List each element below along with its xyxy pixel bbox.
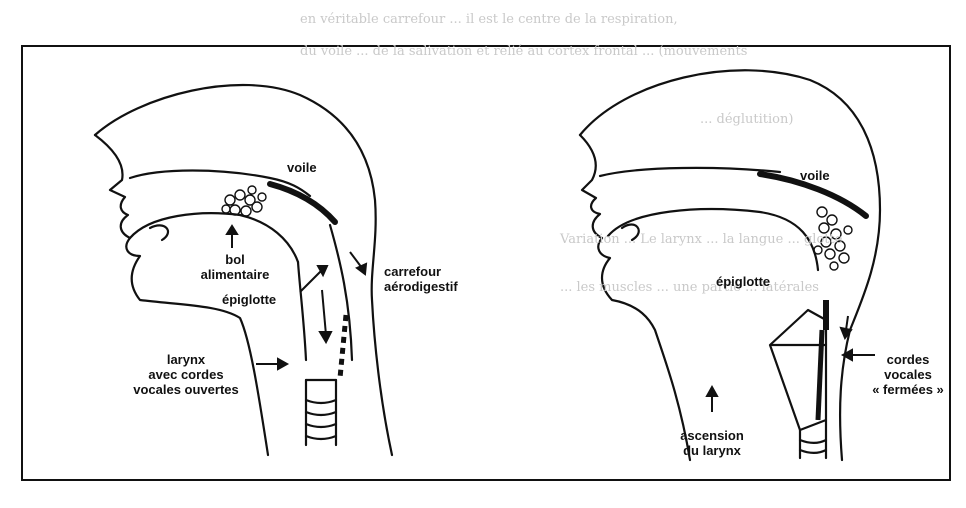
bleed-line-3: ... déglutition): [700, 112, 793, 127]
left-label-larynx-line2: avec cordes: [124, 367, 248, 382]
left-label-voile: voile: [287, 160, 317, 175]
left-label-larynx-line1: larynx: [124, 352, 248, 367]
right-label-ascension-line1: ascension: [665, 428, 759, 443]
right-label-cordes-line3: « fermées »: [868, 382, 948, 397]
left-label-carrefour-line1: carrefour: [384, 264, 458, 279]
left-label-larynx: larynx avec cordes vocales ouvertes: [124, 352, 248, 397]
left-label-carrefour-line2: aérodigestif: [384, 279, 458, 294]
right-label-voile: voile: [800, 168, 830, 183]
left-label-epiglotte: épiglotte: [222, 292, 276, 307]
right-label-cordes-line1: cordes: [868, 352, 948, 367]
left-label-larynx-line3: vocales ouvertes: [124, 382, 248, 397]
right-label-epiglotte: épiglotte: [716, 274, 770, 289]
bleed-line-2: du voile ... de la salivation et relié a…: [300, 44, 747, 59]
right-label-cordes-line2: vocales: [868, 367, 948, 382]
left-label-bol-line1: bol: [190, 252, 280, 267]
bleed-line-4: Variation ... Le larynx ... la langue ..…: [560, 232, 842, 247]
left-label-carrefour: carrefour aérodigestif: [384, 264, 458, 294]
right-label-ascension: ascension du larynx: [665, 428, 759, 458]
bleed-line-5: ... les muscles ... une partie ... latér…: [560, 280, 819, 295]
right-label-ascension-line2: du larynx: [665, 443, 759, 458]
left-label-bol-alimentaire: bol alimentaire: [190, 252, 280, 282]
right-label-cordes-vocales: cordes vocales « fermées »: [868, 352, 948, 397]
bleed-line-1: en véritable carrefour ... il est le cen…: [300, 12, 678, 27]
left-label-bol-line2: alimentaire: [190, 267, 280, 282]
